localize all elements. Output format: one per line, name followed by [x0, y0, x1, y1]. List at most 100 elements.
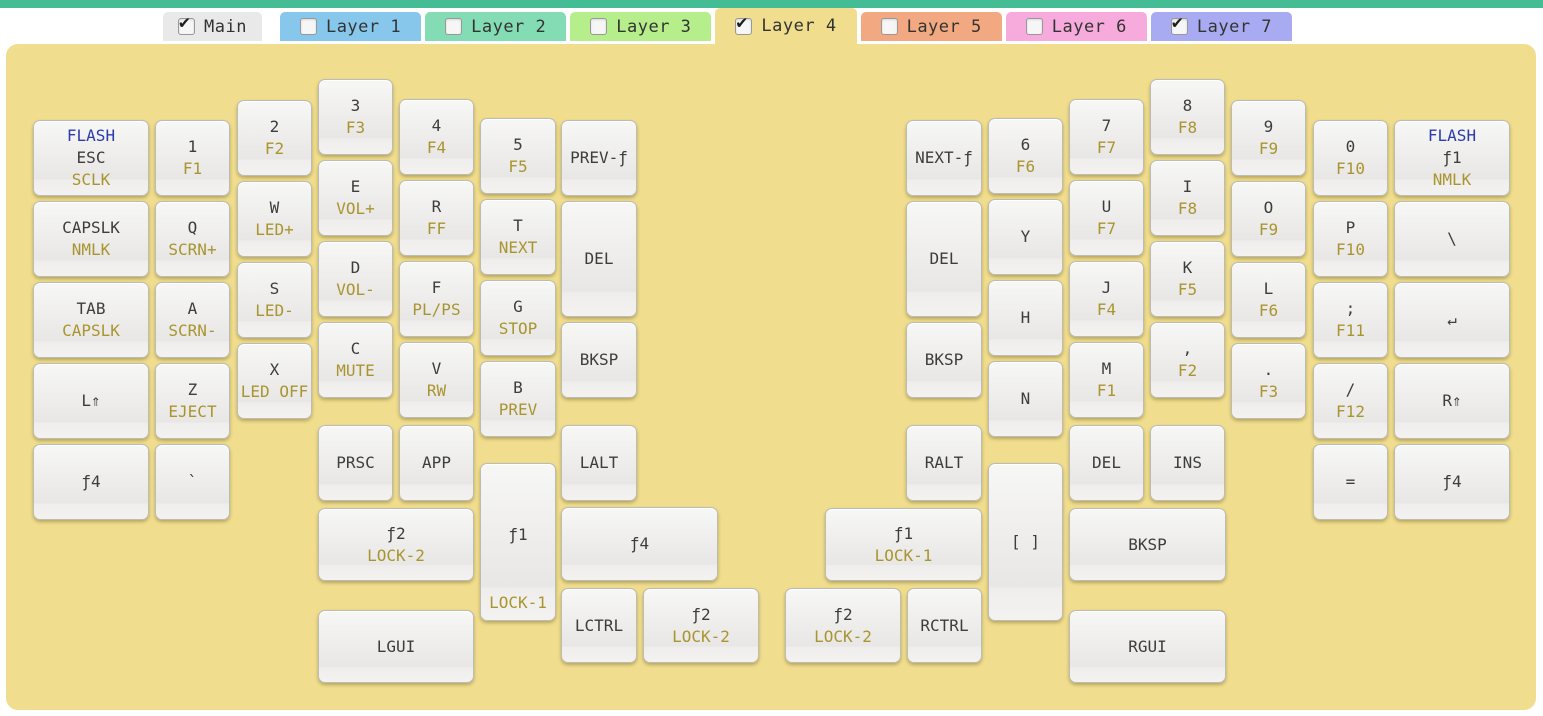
- key-fn4-left[interactable]: ƒ4: [33, 444, 149, 520]
- key-enter[interactable]: ↵: [1394, 282, 1510, 358]
- key-app[interactable]: APP: [399, 425, 474, 501]
- layer-enable-checkbox[interactable]: [445, 18, 463, 35]
- key-brackets-tall[interactable]: [ ]: [988, 463, 1063, 621]
- key-n[interactable]: N: [988, 361, 1063, 437]
- key-backslash[interactable]: \: [1394, 201, 1510, 277]
- key-lgui[interactable]: LGUI: [318, 610, 474, 683]
- layer-enable-checkbox[interactable]: [299, 18, 317, 35]
- key-del-left-tall[interactable]: DEL: [561, 201, 637, 317]
- key-rctrl[interactable]: RCTRL: [907, 588, 982, 663]
- key-ins[interactable]: INS: [1150, 425, 1225, 501]
- key-lctrl[interactable]: LCTRL: [561, 588, 637, 663]
- tab-layer-6[interactable]: Layer 6: [1005, 12, 1147, 41]
- key-equals[interactable]: =: [1313, 444, 1388, 520]
- key-period[interactable]: .F3: [1231, 343, 1306, 419]
- tab-layer-1[interactable]: Layer 1: [279, 12, 422, 41]
- layer-enable-checkbox-checked[interactable]: [1170, 12, 1188, 35]
- key-prsc[interactable]: PRSC: [318, 425, 393, 501]
- layer-enable-checkbox[interactable]: [590, 18, 608, 35]
- key-rshift[interactable]: R⇑: [1394, 363, 1510, 439]
- key-fn4-left-wide[interactable]: ƒ4: [561, 507, 718, 581]
- key-label: FLASH: [66, 126, 116, 145]
- key-label: PL/PS: [412, 300, 461, 319]
- tab-layer-2[interactable]: Layer 2: [425, 12, 567, 41]
- key-comma[interactable]: ,F2: [1150, 322, 1225, 398]
- key-ralt[interactable]: RALT: [906, 425, 982, 501]
- key-bksp-right-wide[interactable]: BKSP: [1069, 508, 1226, 581]
- tab-layer-4[interactable]: Layer 4: [715, 8, 857, 44]
- key-label: Y: [1020, 227, 1031, 246]
- layer-enable-checkbox-checked[interactable]: [178, 12, 195, 35]
- key-fn4-right[interactable]: ƒ4: [1394, 444, 1510, 520]
- key-semicolon[interactable]: ;F11: [1313, 282, 1388, 358]
- key-prev-fn[interactable]: PREV-ƒ: [561, 120, 637, 196]
- key-label: F2: [264, 139, 285, 158]
- key-bksp-right[interactable]: BKSP: [906, 322, 982, 398]
- layer-enable-checkbox-checked[interactable]: [735, 12, 753, 35]
- tab-main[interactable]: Main: [163, 12, 262, 41]
- key-h[interactable]: H: [988, 280, 1063, 356]
- layer-enable-checkbox[interactable]: [1025, 18, 1043, 35]
- tab-layer-3[interactable]: Layer 3: [570, 12, 712, 41]
- key-bksp-left[interactable]: BKSP: [561, 322, 637, 398]
- key-rgui[interactable]: RGUI: [1069, 610, 1226, 683]
- key-label: 3: [350, 96, 361, 115]
- key-y[interactable]: Y: [988, 199, 1063, 275]
- key-grave[interactable]: `: [155, 444, 230, 520]
- tab-layer-7[interactable]: Layer 7: [1150, 12, 1293, 41]
- key-label: LED-: [255, 301, 294, 320]
- key-lalt[interactable]: LALT: [561, 425, 637, 501]
- key-lshift[interactable]: L⇑: [33, 363, 149, 439]
- layer-enable-checkbox[interactable]: [880, 18, 898, 35]
- key-next-fn[interactable]: NEXT-ƒ: [906, 120, 982, 196]
- key-del-right-small[interactable]: DEL: [1069, 425, 1144, 501]
- key-del-right-tall[interactable]: DEL: [906, 201, 982, 317]
- key-label: ,: [1182, 339, 1193, 358]
- tab-label: Layer 1: [325, 16, 402, 37]
- key-slash[interactable]: /F12: [1313, 363, 1388, 439]
- tab-layer-5[interactable]: Layer 5: [860, 12, 1002, 41]
